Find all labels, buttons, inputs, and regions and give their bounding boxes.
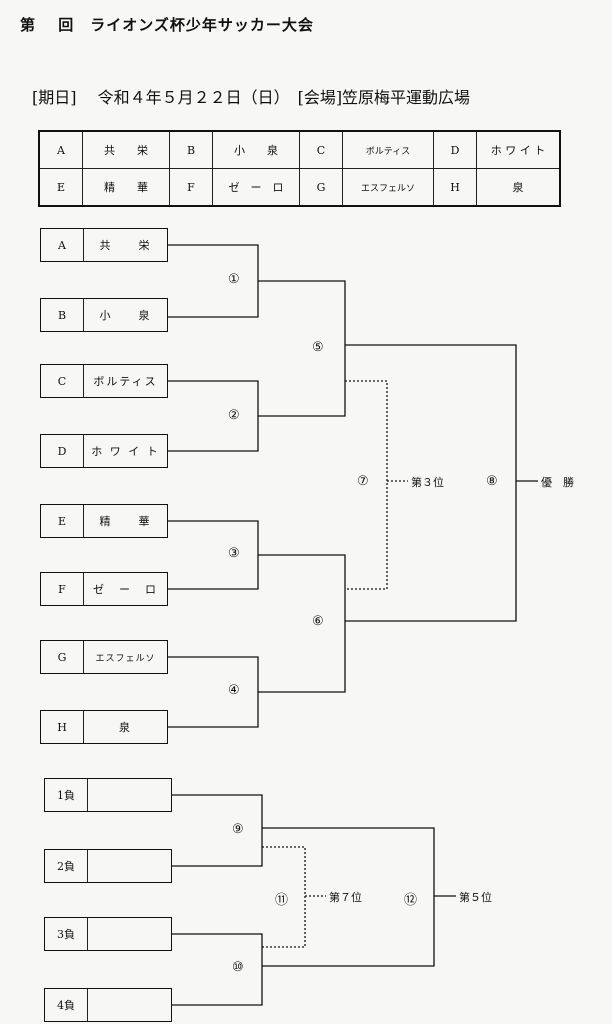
match-number: ⑧ bbox=[486, 474, 498, 489]
champion-label: 優 勝 bbox=[541, 476, 574, 489]
match-number: ⑩ bbox=[232, 960, 244, 975]
bracket-line-m8 bbox=[345, 344, 517, 622]
team-name: 共 栄 bbox=[99, 239, 152, 252]
team-assignment-table: A 共 栄 B 小 泉 C ボルティス D ホ ワ イ ト E 精 華 F ゼ … bbox=[38, 130, 561, 207]
third-place-label: 第３位 bbox=[411, 476, 444, 489]
match-number: ② bbox=[228, 408, 240, 423]
team-code: C bbox=[41, 365, 84, 397]
team-name: ゼ ー ロ bbox=[212, 168, 300, 207]
document-title: 第 回 ライオンズ杯少年サッカー大会 bbox=[20, 16, 314, 34]
team-code: G bbox=[41, 641, 84, 673]
team-name: ボルティス bbox=[93, 375, 158, 388]
bracket-team-slot: C ボルティス bbox=[40, 364, 168, 398]
fifth-place-label: 第５位 bbox=[459, 891, 492, 904]
bracket-line-m9 bbox=[172, 794, 263, 867]
bracket-line-m11 bbox=[262, 846, 306, 948]
team-code: F bbox=[41, 573, 84, 605]
bracket-team-slot: G エスフェルソ bbox=[40, 640, 168, 674]
bracket-line-m4 bbox=[168, 656, 259, 728]
team-table-row: E 精 華 F ゼ ー ロ G エスフェルソ H 泉 bbox=[38, 168, 561, 207]
team-name: ホ ワ イ ト bbox=[91, 445, 160, 458]
team-code: A bbox=[41, 229, 84, 261]
loser-label: 2負 bbox=[45, 850, 88, 882]
match-number: ⑦ bbox=[357, 474, 369, 489]
team-name: 小 泉 bbox=[212, 130, 300, 169]
bracket-team-slot: H 泉 bbox=[40, 710, 168, 744]
team-code: D bbox=[41, 435, 84, 467]
bracket-team-slot: B 小 泉 bbox=[40, 298, 168, 332]
bracket-line-m2 bbox=[168, 380, 259, 452]
match-number: ③ bbox=[228, 546, 240, 561]
bracket-team-slot: D ホ ワ イ ト bbox=[40, 434, 168, 468]
team-name: 精 華 bbox=[99, 515, 152, 528]
loser-slot: 3負 bbox=[44, 917, 172, 951]
match-number: ① bbox=[228, 272, 240, 287]
bracket-team-slot: E 精 華 bbox=[40, 504, 168, 538]
team-name: エスフェルソ bbox=[342, 168, 434, 207]
match-number: ④ bbox=[228, 683, 240, 698]
team-code: A bbox=[38, 130, 83, 169]
team-code: D bbox=[433, 130, 477, 169]
team-code: H bbox=[433, 168, 477, 207]
loser-label: 4負 bbox=[45, 989, 88, 1021]
team-code: E bbox=[41, 505, 84, 537]
team-name: 小 泉 bbox=[99, 309, 152, 322]
match-number: ⑥ bbox=[312, 614, 324, 629]
loser-entry bbox=[88, 918, 171, 950]
team-name: 精 華 bbox=[82, 168, 170, 207]
team-name: エスフェルソ bbox=[95, 653, 156, 664]
team-code: E bbox=[38, 168, 83, 207]
match-number: ⑨ bbox=[232, 822, 244, 837]
match-number: ⑫ bbox=[404, 893, 418, 908]
bracket-line-m1 bbox=[168, 244, 259, 318]
bracket-line-m5 bbox=[258, 280, 346, 417]
match-number: ⑤ bbox=[312, 340, 324, 355]
loser-entry bbox=[88, 779, 171, 811]
loser-slot: 4負 bbox=[44, 988, 172, 1022]
loser-entry bbox=[88, 850, 171, 882]
loser-entry bbox=[88, 989, 171, 1021]
bracket-line-m3 bbox=[168, 520, 259, 590]
bracket-line-m12 bbox=[262, 827, 435, 967]
bracket-line-m6 bbox=[258, 554, 346, 693]
team-code: B bbox=[41, 299, 84, 331]
match-number: ⑪ bbox=[275, 893, 289, 908]
team-name: 泉 bbox=[119, 721, 132, 734]
date-venue-line: [期日] 令和４年５月２２日（日） [会場]笠原梅平運動広場 bbox=[32, 88, 471, 107]
loser-slot: 1負 bbox=[44, 778, 172, 812]
team-name: 泉 bbox=[476, 168, 561, 207]
bracket-line-m7 bbox=[345, 380, 388, 590]
team-name: ゼ ー ロ bbox=[93, 583, 158, 596]
seventh-place-label: 第７位 bbox=[329, 891, 362, 904]
bracket-team-slot: F ゼ ー ロ bbox=[40, 572, 168, 606]
bracket-line-m10 bbox=[172, 933, 263, 1006]
loser-label: 3負 bbox=[45, 918, 88, 950]
loser-label: 1負 bbox=[45, 779, 88, 811]
bracket-team-slot: A 共 栄 bbox=[40, 228, 168, 262]
team-code: H bbox=[41, 711, 84, 743]
loser-slot: 2負 bbox=[44, 849, 172, 883]
